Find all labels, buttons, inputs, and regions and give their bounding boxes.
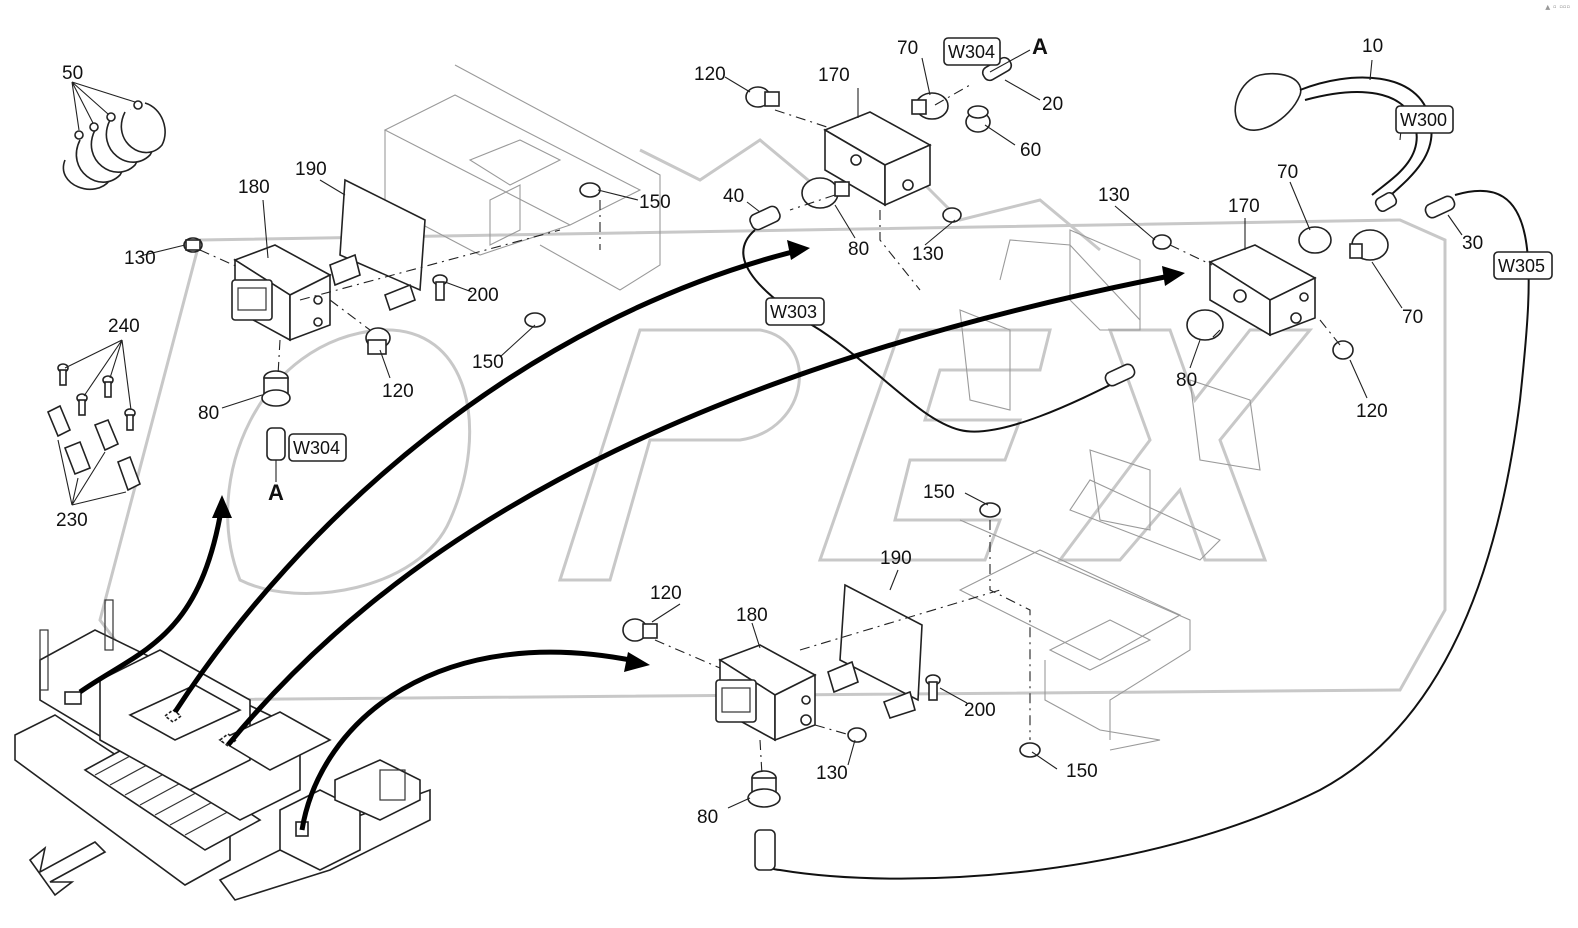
svg-text:W300: W300: [1400, 110, 1447, 130]
callout-30: 30: [1462, 233, 1483, 254]
leader-lines: [139, 57, 1463, 809]
fitting-120-top: [745, 86, 780, 108]
junction-box-180-lower: [715, 644, 817, 742]
sleeve-w303-end: [1104, 363, 1136, 387]
fitting-120-right: [1332, 340, 1354, 360]
junction-box-170-right: [1208, 244, 1317, 337]
callout-120-upper: 120: [382, 381, 414, 402]
location-arrows: [78, 240, 1185, 831]
callout-120-lower: 120: [650, 583, 682, 604]
callout-150-upper-mid: 150: [472, 352, 504, 373]
callout-180-upper: 180: [238, 177, 270, 198]
cable-w303: [742, 229, 1121, 433]
view-direction-arrow-icon: [28, 841, 107, 897]
fitting-120-upper: [365, 327, 391, 355]
connection-mark-a-left: A: [268, 480, 284, 505]
nut-130-upper: [183, 237, 203, 253]
cable-w304-short: [275, 49, 1031, 482]
callout-230: 230: [56, 510, 88, 531]
callout-190-lower: 190: [880, 548, 912, 569]
junction-box-170-top: [823, 111, 932, 207]
callout-190-upper: 190: [295, 159, 327, 180]
nut-130-top: [942, 207, 962, 223]
callout-170-top: 170: [818, 65, 850, 86]
sleeve-30: [1424, 195, 1456, 219]
cable-w305: [763, 189, 1530, 880]
assembly-line-top: [774, 84, 971, 291]
fitting-70-top: [911, 92, 949, 120]
assembly-line-right: [1169, 244, 1341, 346]
callout-10: 10: [1362, 36, 1383, 57]
bolt-200-upper: [432, 274, 448, 301]
washers-150-upper: [524, 182, 601, 328]
plate-190-upper: [329, 178, 426, 312]
corner-mark: ▴ ▫ ▫▫▫: [1545, 2, 1570, 13]
callout-80-lower: 80: [697, 807, 718, 828]
callout-180-lower: 180: [736, 605, 768, 626]
callout-150-lower-bottom: 150: [1066, 761, 1098, 782]
machine-overview: [14, 599, 431, 901]
callout-80-upper: 80: [198, 403, 219, 424]
fitting-120-lower: [622, 618, 658, 642]
callout-130-upper: 130: [124, 248, 156, 269]
callout-200-lower: 200: [964, 700, 996, 721]
nut-130-lower: [847, 727, 867, 743]
callout-150-lower-top: 150: [923, 482, 955, 503]
callout-120-right: 120: [1356, 401, 1388, 422]
callout-80-right: 80: [1176, 370, 1197, 391]
plate-190-lower: [827, 583, 923, 719]
assembly-line-left: [199, 200, 601, 376]
junction-box-180-upper: [231, 244, 332, 342]
callout-150-upper-right: 150: [639, 192, 671, 213]
hose-clamps: [62, 81, 166, 191]
callout-130-lower: 130: [816, 763, 848, 784]
callout-240: 240: [108, 316, 140, 337]
brackets-230: [46, 404, 141, 506]
sleeve-40: [749, 205, 781, 231]
callout-170-right: 170: [1228, 196, 1260, 217]
callout-70-right-upper: 70: [1277, 162, 1298, 183]
callout-20: 20: [1042, 94, 1063, 115]
callout-70-top: 70: [897, 38, 918, 59]
wire-tag-w304-upper: W304: [943, 37, 1001, 66]
svg-text:W303: W303: [770, 302, 817, 322]
frame-upper-ghost: [383, 64, 661, 291]
callout-130-top: 130: [912, 244, 944, 265]
wire-tag-w304-left: W304: [288, 433, 347, 462]
callout-labels: 50 180 190 130 200 150 150 120 80 240 23…: [56, 36, 1483, 828]
gland-80-upper: [261, 370, 291, 461]
callout-70-right-lower: 70: [1402, 307, 1423, 328]
gland-80-top: [801, 177, 850, 209]
wire-tag-w305: W305: [1493, 251, 1553, 280]
plug-60: [965, 105, 991, 133]
fittings-70-right: [1298, 226, 1389, 261]
callout-80-top: 80: [848, 239, 869, 260]
cable-w300: [1234, 73, 1433, 213]
frame-lower-ghost: [958, 229, 1261, 751]
screws-240: [57, 339, 136, 431]
callout-130-right: 130: [1098, 185, 1130, 206]
callout-50: 50: [62, 63, 83, 84]
gland-80-lower: [747, 770, 781, 871]
gland-80-right: [1186, 309, 1224, 341]
callout-40: 40: [723, 186, 744, 207]
svg-text:W304: W304: [948, 42, 995, 62]
svg-text:W304: W304: [293, 438, 340, 458]
wire-tag-w300: W300: [1395, 105, 1454, 134]
callout-120-top: 120: [694, 64, 726, 85]
svg-text:W305: W305: [1498, 256, 1545, 276]
callout-60: 60: [1020, 140, 1041, 161]
wire-tag-w303: W303: [765, 297, 825, 326]
connection-mark-a-top: A: [1032, 34, 1048, 59]
nut-130-right: [1152, 234, 1172, 250]
callout-200-upper: 200: [467, 285, 499, 306]
bolt-200-lower: [925, 674, 941, 701]
